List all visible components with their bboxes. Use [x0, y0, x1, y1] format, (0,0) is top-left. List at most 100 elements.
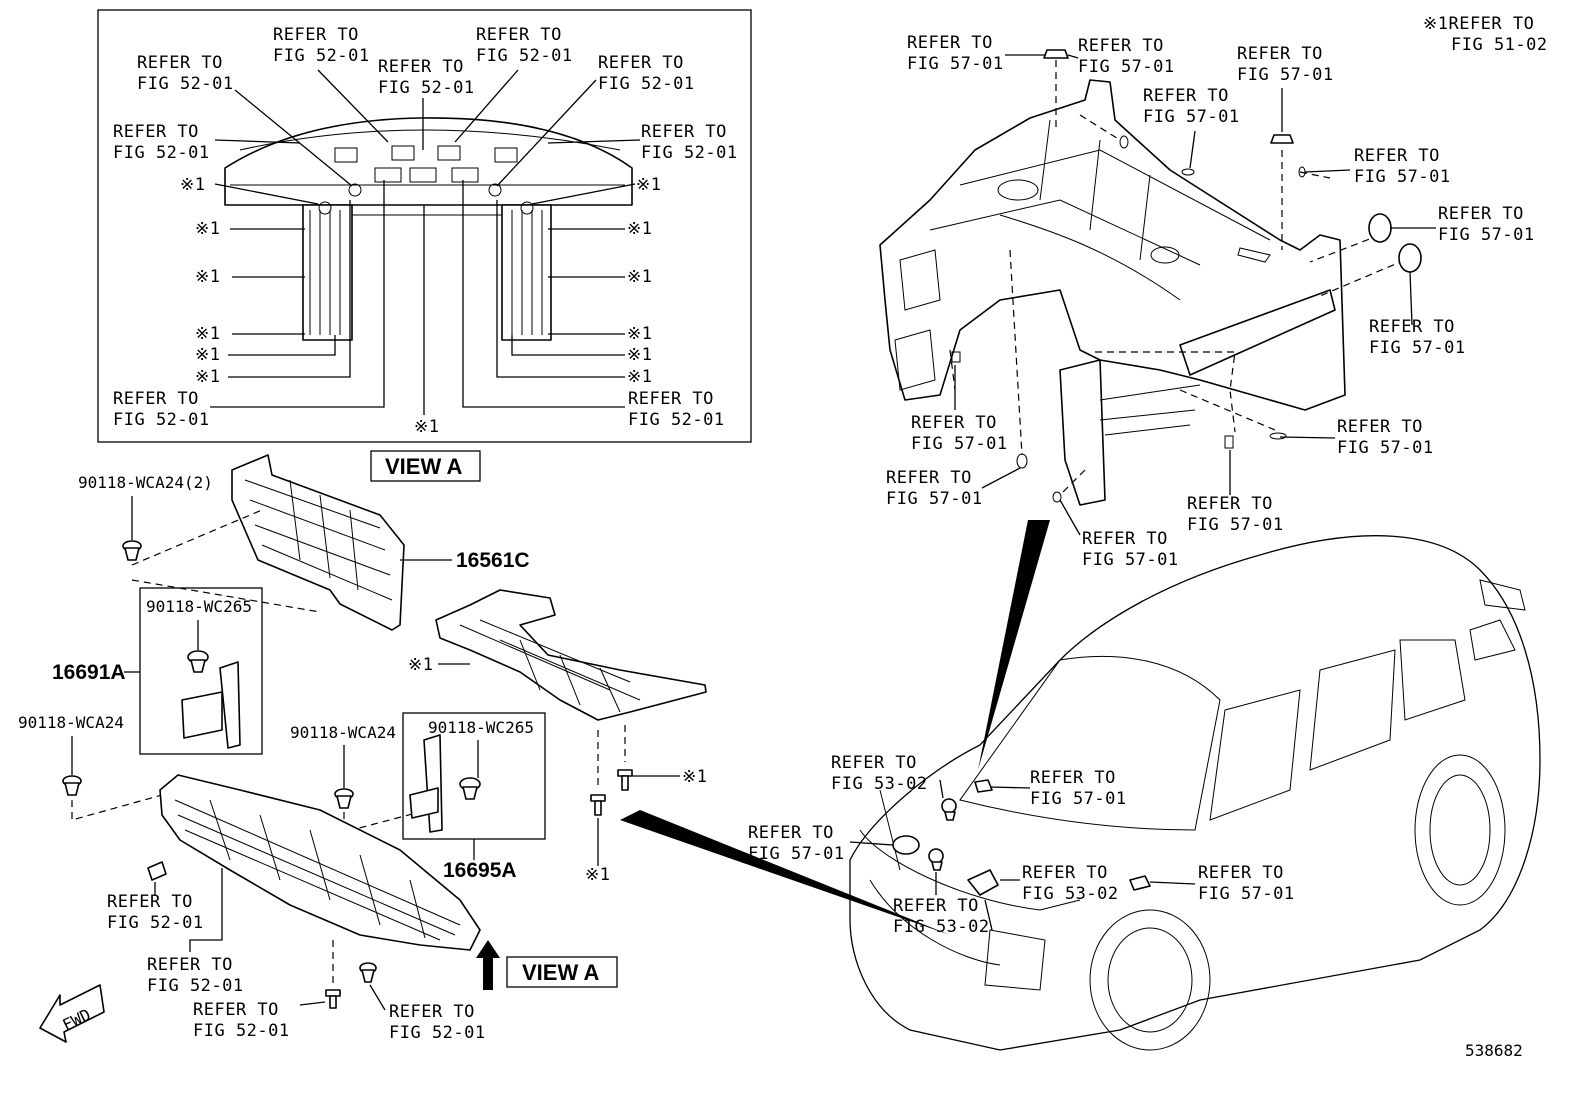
view-a-title: VIEW A [522, 960, 600, 985]
ref-label: REFER TO [1369, 317, 1455, 337]
svg-text:REFER TO: REFER TO [628, 389, 714, 409]
note-mark: ※1 [195, 267, 220, 287]
note-ref-label: ※1REFER TO [1423, 14, 1534, 34]
note-mark: ※1 [627, 345, 652, 365]
svg-text:FIG 52-01: FIG 52-01 [598, 74, 695, 94]
ref-fig: FIG 57-01 [1337, 438, 1434, 458]
inset-bumper-drawing [224, 117, 633, 341]
svg-text:FIG 57-01: FIG 57-01 [911, 434, 1008, 454]
group-box-16691A [139, 587, 263, 755]
vehicle-ref-labels: REFER TO FIG 53-02 REFER TO FIG 57-01 RE… [748, 753, 1294, 937]
ref-fig: FIG 57-01 [1354, 167, 1451, 187]
svg-text:REFER TO: REFER TO [1369, 317, 1455, 337]
part-number-90118-WCA24: 90118-WCA24 [18, 713, 124, 732]
svg-text:REFER TO: REFER TO [378, 57, 464, 77]
ref-fig: FIG 57-01 [907, 54, 1004, 74]
ref-label: REFER TO [748, 823, 834, 843]
bracket-16695A [409, 734, 443, 833]
ref-label: REFER TO [1237, 44, 1323, 64]
note-mark: ※1 [195, 367, 220, 387]
ref-fig: FIG 53-02 [893, 917, 990, 937]
part-number-90118-WC265: 90118-WC265 [146, 597, 252, 616]
svg-text:REFER TO: REFER TO [389, 1002, 475, 1022]
svg-text:FIG 52-01: FIG 52-01 [147, 976, 244, 996]
leader-ref [189, 868, 223, 952]
clip-screw-icon [459, 777, 481, 800]
body-fasteners [951, 49, 1422, 503]
note-mark: ※1 [636, 175, 661, 195]
svg-text:FIG 52-01: FIG 52-01 [107, 913, 204, 933]
ref-fig: FIG 52-01 [137, 74, 234, 94]
ref-label: REFER TO [113, 389, 199, 409]
vehicle-outline [849, 535, 1541, 1051]
note-mark: ※1 [408, 655, 433, 675]
svg-text:FIG 57-01: FIG 57-01 [907, 54, 1004, 74]
part-number-16691A: 16691A [52, 661, 126, 684]
ref-fig: FIG 52-01 [641, 143, 738, 163]
note-mark: ※1 [682, 767, 707, 787]
svg-text:FIG 57-01: FIG 57-01 [1187, 515, 1284, 535]
svg-text:FIG 57-01: FIG 57-01 [1438, 225, 1535, 245]
svg-text:REFER TO: REFER TO [907, 33, 993, 53]
ref-fig: FIG 52-01 [107, 913, 204, 933]
svg-text:REFER TO: REFER TO [1198, 863, 1284, 883]
svg-text:FIG 57-01: FIG 57-01 [1143, 107, 1240, 127]
svg-text:FIG 53-02: FIG 53-02 [893, 917, 990, 937]
svg-text:FIG 57-01: FIG 57-01 [1354, 167, 1451, 187]
ref-fig: FIG 52-01 [273, 46, 370, 66]
clip-screw-icon [187, 650, 209, 673]
dashed-assembly-line [131, 579, 321, 613]
ref-label: REFER TO [1022, 863, 1108, 883]
pointer-wedge [620, 810, 950, 935]
ref-fig: FIG 52-01 [378, 78, 475, 98]
svg-text:FIG 53-02: FIG 53-02 [1022, 884, 1119, 904]
ref-fig: FIG 52-01 [598, 74, 695, 94]
note-mark: ※1 [414, 417, 439, 437]
push-clip-icon [359, 962, 377, 983]
svg-text:REFER TO: REFER TO [831, 753, 917, 773]
ref-label: REFER TO [628, 389, 714, 409]
svg-text:FIG 57-01: FIG 57-01 [886, 489, 983, 509]
ref-label: REFER TO [907, 33, 993, 53]
ref-fig: FIG 57-01 [886, 489, 983, 509]
fwd-arrow-icon: FWD [39, 984, 105, 1043]
part-number-90118-WCA24: 90118-WCA24 [290, 723, 396, 742]
svg-text:REFER TO: REFER TO [1438, 204, 1524, 224]
svg-text:FIG 52-01: FIG 52-01 [113, 143, 210, 163]
part-number-16561C: 16561C [456, 549, 530, 572]
ref-label: REFER TO [1354, 146, 1440, 166]
svg-text:REFER TO: REFER TO [598, 53, 684, 73]
vehicle-ref-leaders [849, 779, 1196, 931]
svg-text:REFER TO: REFER TO [1354, 146, 1440, 166]
svg-text:REFER TO: REFER TO [113, 389, 199, 409]
push-clip-icon [122, 540, 142, 561]
ref-fig: FIG 57-01 [1187, 515, 1284, 535]
svg-text:FIG 57-01: FIG 57-01 [748, 844, 845, 864]
svg-text:FIG 52-01: FIG 52-01 [273, 46, 370, 66]
ref-label: REFER TO [598, 53, 684, 73]
ref-fig: FIG 57-01 [1078, 57, 1175, 77]
svg-text:FIG 52-01: FIG 52-01 [378, 78, 475, 98]
note-ref-fig: FIG 51-02 [1451, 35, 1548, 55]
note-mark: ※1 [195, 219, 220, 239]
svg-text:FIG 57-01: FIG 57-01 [1078, 57, 1175, 77]
ref-fig: FIG 57-01 [1143, 107, 1240, 127]
push-clip-icon [334, 788, 354, 809]
part-number-90118-WC265: 90118-WC265 [428, 718, 534, 737]
svg-text:REFER TO: REFER TO [1187, 494, 1273, 514]
ref-fig: FIG 53-02 [831, 774, 928, 794]
note-mark: ※1 [585, 865, 610, 885]
body-ref-labels: ※1REFER TO FIG 51-02 REFER TO FIG 57-01 … [886, 14, 1548, 570]
view-a-inset-frame [97, 9, 752, 443]
ref-fig: FIG 52-01 [113, 410, 210, 430]
svg-text:REFER TO: REFER TO [273, 25, 359, 45]
dashed-assembly-line [71, 789, 181, 821]
svg-text:REFER TO: REFER TO [886, 468, 972, 488]
ref-label: REFER TO [1438, 204, 1524, 224]
ref-label: REFER TO [1030, 768, 1116, 788]
view-a-title: VIEW A [385, 454, 463, 479]
ref-fig: FIG 57-01 [748, 844, 845, 864]
ref-label: REFER TO [389, 1002, 475, 1022]
